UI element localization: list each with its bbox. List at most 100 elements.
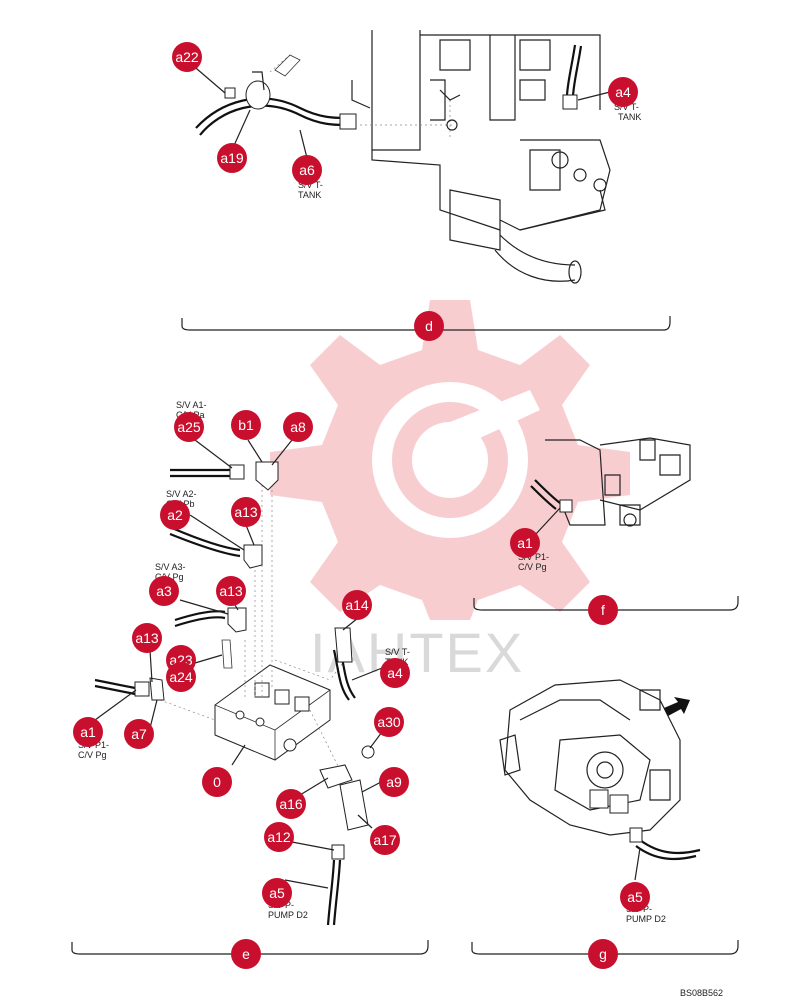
callout-e-a13-1-circle [231, 497, 261, 527]
callout-e-a24-text: a24 [169, 669, 193, 685]
callout-d-a6: a6 [292, 155, 322, 185]
label-e-a4-1: S/V T- [385, 647, 410, 657]
callout-e-a2: a2 [160, 500, 190, 530]
callout-e-b1-circle [231, 410, 261, 440]
callout-e-0-text: 0 [213, 774, 221, 790]
callout-e-a5: a5 [262, 878, 292, 908]
callout-d-a19-circle [217, 143, 247, 173]
callout-e-a13-1-text: a13 [234, 504, 258, 520]
callout-e-a1-text: a1 [80, 724, 96, 740]
label-d-a6-2: TANK [298, 190, 321, 200]
callout-e-a7: a7 [124, 719, 154, 749]
label-e-a2-1: S/V A2- [166, 489, 197, 499]
callout-e-a13-3: a13 [132, 623, 162, 653]
callout-e-a30-text: a30 [377, 714, 401, 730]
callout-e-a25-text: a25 [177, 419, 201, 435]
callout-g-a5-circle [620, 882, 650, 912]
callout-d-a4: a4 [608, 77, 638, 107]
callout-g-a5: a5 [620, 882, 650, 912]
panel-label-f-circle [588, 595, 618, 625]
label-f-a1-1: S/V P1- [518, 552, 549, 562]
callout-e-a30: a30 [374, 707, 404, 737]
callout-g-a5-text: a5 [627, 889, 643, 905]
callout-e-a13-3-circle [132, 623, 162, 653]
callout-e-a17-text: a17 [373, 832, 397, 848]
callout-e-a1-circle [73, 717, 103, 747]
callout-e-0-circle [202, 767, 232, 797]
callout-e-a4-circle [380, 658, 410, 688]
callout-e-a14-text: a14 [345, 597, 369, 613]
callout-e-a2-circle [160, 500, 190, 530]
callout-e-a2-text: a2 [167, 507, 183, 523]
panel-label-g-circle [588, 939, 618, 969]
label-d-a6-1: S/V T- [298, 180, 323, 190]
callout-e-a8-circle [283, 412, 313, 442]
panel-g-illustration [499, 679, 701, 881]
callout-d-a4-circle [608, 77, 638, 107]
panel-label-f: f [588, 595, 618, 625]
label-g-a5-2: PUMP D2 [626, 914, 666, 924]
callout-d-a6-text: a6 [299, 162, 315, 178]
callout-e-b1: b1 [231, 410, 261, 440]
callout-e-a24: a24 [166, 662, 196, 692]
callout-e-a1: a1 [73, 717, 103, 747]
callout-e-a14: a14 [342, 590, 372, 620]
panel-label-d: d [414, 311, 444, 341]
callout-e-a12-circle [264, 822, 294, 852]
label-e-a5-2: PUMP D2 [268, 910, 308, 920]
callout-d-a19: a19 [217, 143, 247, 173]
callout-e-a17-circle [370, 825, 400, 855]
callout-e-a5-text: a5 [269, 885, 285, 901]
callout-e-a13-2-text: a13 [219, 583, 243, 599]
callout-e-a13-2-circle [216, 576, 246, 606]
label-d-a4-1: S/V T- [614, 102, 639, 112]
callout-f-a1-circle [510, 528, 540, 558]
panel-label-e: e [231, 939, 261, 969]
callout-e-0: 0 [202, 767, 232, 797]
label-e-a3-1: S/V A3- [155, 562, 186, 572]
callout-e-a7-circle [124, 719, 154, 749]
direction-arrow-icon [664, 697, 690, 716]
callout-e-a7-text: a7 [131, 726, 147, 742]
callout-e-a25: a25 [174, 412, 204, 442]
panel-label-g-text: g [599, 946, 607, 962]
callout-e-a13-2: a13 [216, 576, 246, 606]
callout-f-a1-text: a1 [517, 535, 533, 551]
callout-d-a4-text: a4 [615, 84, 631, 100]
callout-e-a9-text: a9 [386, 774, 402, 790]
callout-e-a5-circle [262, 878, 292, 908]
callout-e-a12: a12 [264, 822, 294, 852]
panel-d-illustration [189, 30, 611, 284]
panel-label-g: g [588, 939, 618, 969]
callout-d-a22-circle [172, 42, 202, 72]
panel-label-f-text: f [601, 602, 605, 618]
callout-e-a16: a16 [276, 789, 306, 819]
callout-e-a16-text: a16 [279, 796, 303, 812]
callout-e-a4: a4 [380, 658, 410, 688]
callout-d-a22-text: a22 [175, 49, 199, 65]
callout-e-a8-text: a8 [290, 419, 306, 435]
callout-e-a16-circle [276, 789, 306, 819]
callout-e-a13-3-text: a13 [135, 630, 159, 646]
panel-label-d-text: d [425, 318, 433, 334]
watermark-gear-icon [270, 300, 630, 620]
label-d-a4-2: TANK [618, 112, 641, 122]
callout-e-a17: a17 [370, 825, 400, 855]
panel-label-e-text: e [242, 946, 250, 962]
label-e-a1-2: C/V Pg [78, 750, 107, 760]
callout-d-a22: a22 [172, 42, 202, 72]
callout-d-a19-text: a19 [220, 150, 244, 166]
callout-e-a4-text: a4 [387, 665, 403, 681]
callout-e-a3: a3 [149, 576, 179, 606]
callout-e-a13-1: a13 [231, 497, 261, 527]
panel-e-illustration [94, 439, 386, 926]
document-id: BS08B562 [680, 988, 723, 998]
callout-e-a8: a8 [283, 412, 313, 442]
callout-e-a30-circle [374, 707, 404, 737]
label-f-a1-2: C/V Pg [518, 562, 547, 572]
callout-e-b1-text: b1 [238, 417, 254, 433]
callout-e-a25-circle [174, 412, 204, 442]
